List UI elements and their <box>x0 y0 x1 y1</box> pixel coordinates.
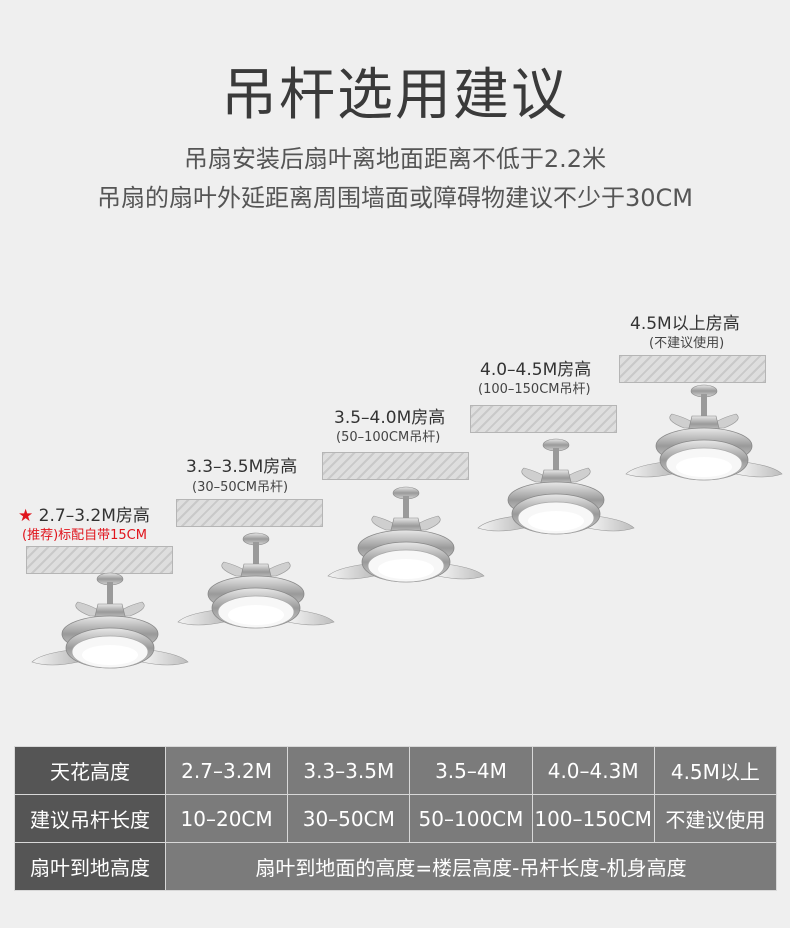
row-header: 建议吊杆长度 <box>14 794 166 843</box>
ceiling-fan-icon <box>477 438 635 535</box>
ceiling-fan-icon <box>625 384 783 481</box>
step-label: 3.5–4.0M房高 <box>334 408 446 428</box>
row-header: 扇叶到地高度 <box>14 842 166 891</box>
subtitle-install-height: 吊扇安装后扇叶离地面距离不低于2.2米 <box>183 145 607 173</box>
step-note: (推荐)标配自带15CM <box>22 528 147 543</box>
ceiling-block <box>470 405 617 433</box>
formula-cell: 扇叶到地面的高度=楼层高度-吊杆长度-机身高度 <box>165 842 777 891</box>
table-cell: 不建议使用 <box>653 794 778 843</box>
step-note: (50–100CM吊杆) <box>336 430 441 445</box>
table-cell: 3.5–4M <box>409 746 533 795</box>
ceiling-fan-icon <box>177 532 335 629</box>
table-cell: 4.0–4.3M <box>531 746 655 795</box>
table-cell: 3.3–3.5M <box>287 746 411 795</box>
step-label: 4.5M以上房高 <box>630 314 740 334</box>
row-header: 天花高度 <box>14 746 166 795</box>
step-label: ★ 2.7–3.2M房高 <box>18 508 150 525</box>
ceiling-fan-icon <box>327 486 485 583</box>
table-cell: 4.5M以上 <box>653 746 778 795</box>
table-cell: 100–150CM <box>531 794 655 843</box>
table-row: 扇叶到地高度 扇叶到地面的高度=楼层高度-吊杆长度-机身高度 <box>14 842 777 891</box>
step-note: (不建议使用) <box>649 336 725 351</box>
ceiling-block <box>176 499 323 527</box>
ceiling-block <box>619 355 766 383</box>
table-cell: 50–100CM <box>409 794 533 843</box>
step-note: (100–150CM吊杆) <box>478 382 591 397</box>
step-label: 4.0–4.5M房高 <box>480 360 592 380</box>
ceiling-block <box>322 452 469 480</box>
table-row: 建议吊杆长度 10–20CM 30–50CM 50–100CM 100–150C… <box>14 794 778 843</box>
step-label-text: 2.7–3.2M房高 <box>38 506 150 526</box>
step-label: 3.3–3.5M房高 <box>186 457 298 477</box>
subtitle-clearance: 吊扇的扇叶外延距离周围墙面或障碍物建议不少于30CM <box>96 184 693 212</box>
page-title: 吊杆选用建议 <box>221 63 569 128</box>
table-cell: 2.7–3.2M <box>164 746 289 795</box>
table-cell: 30–50CM <box>287 794 411 843</box>
star-icon: ★ <box>18 506 34 526</box>
ceiling-fan-icon <box>31 572 189 669</box>
table-row: 天花高度 2.7–3.2M 3.3–3.5M 3.5–4M 4.0–4.3M 4… <box>14 746 778 795</box>
ceiling-block <box>26 546 173 574</box>
step-note: (30–50CM吊杆) <box>192 480 289 495</box>
table-cell: 10–20CM <box>164 794 289 843</box>
spec-table: 天花高度 2.7–3.2M 3.3–3.5M 3.5–4M 4.0–4.3M 4… <box>14 746 778 891</box>
